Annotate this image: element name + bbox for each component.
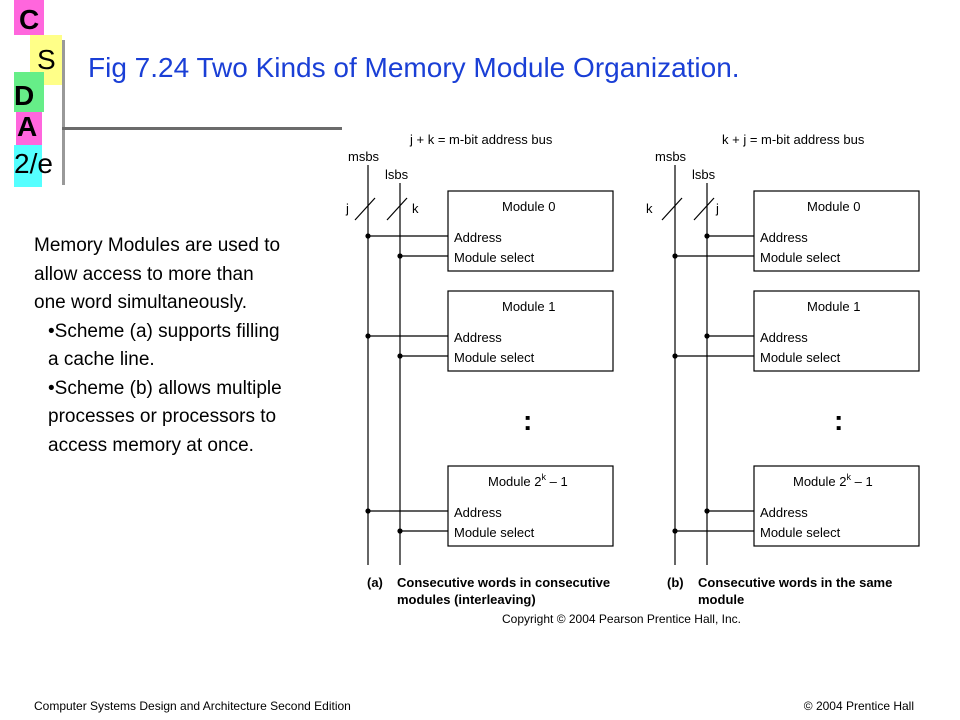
bit-label-b-left: k bbox=[646, 201, 653, 216]
module-select-label-b-0: Module select bbox=[760, 250, 841, 265]
intro-text: Memory Modules are used to allow access … bbox=[34, 235, 281, 313]
module-1-label-b: Module 1 bbox=[807, 299, 860, 314]
caption-a-line2: modules (interleaving) bbox=[397, 592, 536, 607]
logo-letter-d: D bbox=[14, 80, 35, 111]
module-1-label-a: Module 1 bbox=[502, 299, 555, 314]
vertical-rule bbox=[62, 40, 65, 185]
msbs-label-a: msbs bbox=[348, 149, 380, 164]
ellipsis-a: : bbox=[523, 405, 532, 436]
module-select-label-a-last: Module select bbox=[454, 525, 535, 540]
bus-label-a: j + k = m-bit address bus bbox=[409, 132, 553, 147]
lsbs-label-b: lsbs bbox=[692, 167, 716, 182]
address-label-b-0: Address bbox=[760, 230, 808, 245]
module-box-a-1 bbox=[447, 290, 614, 372]
caption-b-line1: Consecutive words in the same bbox=[698, 575, 892, 590]
address-label-b-last: Address bbox=[760, 505, 808, 520]
module-select-label-b-1: Module select bbox=[760, 350, 841, 365]
module-select-label-a-1: Module select bbox=[454, 350, 535, 365]
logo-block-green bbox=[14, 72, 44, 112]
slide-title: Fig 7.24 Two Kinds of Memory Module Orga… bbox=[88, 52, 740, 83]
module-box-b-1 bbox=[753, 290, 920, 372]
module-select-label-b-last: Module select bbox=[760, 525, 841, 540]
logo-letter-2e: 2/e bbox=[14, 148, 53, 179]
module-last-label-a: Module 2k – 1 bbox=[488, 472, 568, 489]
module-box-b-last bbox=[753, 465, 920, 547]
memory-module-diagram: j + k = m-bit address bus msbs lsbs j k … bbox=[345, 132, 920, 626]
scheme-a-wiring bbox=[354, 165, 614, 565]
bullet-scheme-a: •Scheme (a) supports filling a cache lin… bbox=[48, 320, 280, 371]
address-label-a-last: Address bbox=[454, 505, 502, 520]
junction-dots bbox=[365, 233, 710, 534]
module-select-label-a-0: Module select bbox=[454, 250, 535, 265]
caption-tag-a: (a) bbox=[367, 575, 383, 590]
bullet-scheme-b: •Scheme (b) allows multiple processes or… bbox=[48, 377, 282, 456]
module-0-label-b: Module 0 bbox=[807, 199, 860, 214]
footer-copyright: © 2004 Prentice Hall bbox=[803, 699, 914, 713]
address-label-b-1: Address bbox=[760, 330, 808, 345]
module-box-a-last bbox=[447, 465, 614, 547]
bit-label-a-left: j bbox=[345, 201, 349, 216]
footer-book-title: Computer Systems Design and Architecture… bbox=[34, 699, 351, 713]
module-box-b-0 bbox=[753, 190, 920, 272]
address-label-a-1: Address bbox=[454, 330, 502, 345]
caption-a-line1: Consecutive words in consecutive bbox=[397, 575, 610, 590]
figure-copyright: Copyright © 2004 Pearson Prentice Hall, … bbox=[502, 612, 741, 626]
logo-block-cyan bbox=[14, 145, 42, 187]
caption-b-line2: module bbox=[698, 592, 744, 607]
bit-label-a-right: k bbox=[412, 201, 419, 216]
logo-block-pink bbox=[14, 0, 44, 35]
msbs-label-b: msbs bbox=[655, 149, 687, 164]
scheme-b-wiring bbox=[661, 165, 920, 565]
memory-module-figure: j + k = m-bit address bus msbs lsbs j k … bbox=[340, 125, 940, 635]
bus-label-b: k + j = m-bit address bus bbox=[722, 132, 865, 147]
logo-letter-s: S bbox=[37, 44, 56, 75]
bit-label-b-right: j bbox=[715, 201, 719, 216]
address-label-a-0: Address bbox=[454, 230, 502, 245]
bullet-text: Memory Modules are used to allow access … bbox=[34, 232, 289, 460]
logo-block-pink-2 bbox=[16, 112, 42, 145]
logo-letter-a: A bbox=[17, 111, 38, 142]
module-box-a-0 bbox=[447, 190, 614, 272]
caption-tag-b: (b) bbox=[667, 575, 684, 590]
module-last-label-b: Module 2k – 1 bbox=[793, 472, 873, 489]
ellipsis-b: : bbox=[834, 405, 843, 436]
horizontal-rule bbox=[62, 127, 342, 130]
logo-letter-c: C bbox=[19, 4, 40, 35]
module-0-label-a: Module 0 bbox=[502, 199, 555, 214]
lsbs-label-a: lsbs bbox=[385, 167, 409, 182]
